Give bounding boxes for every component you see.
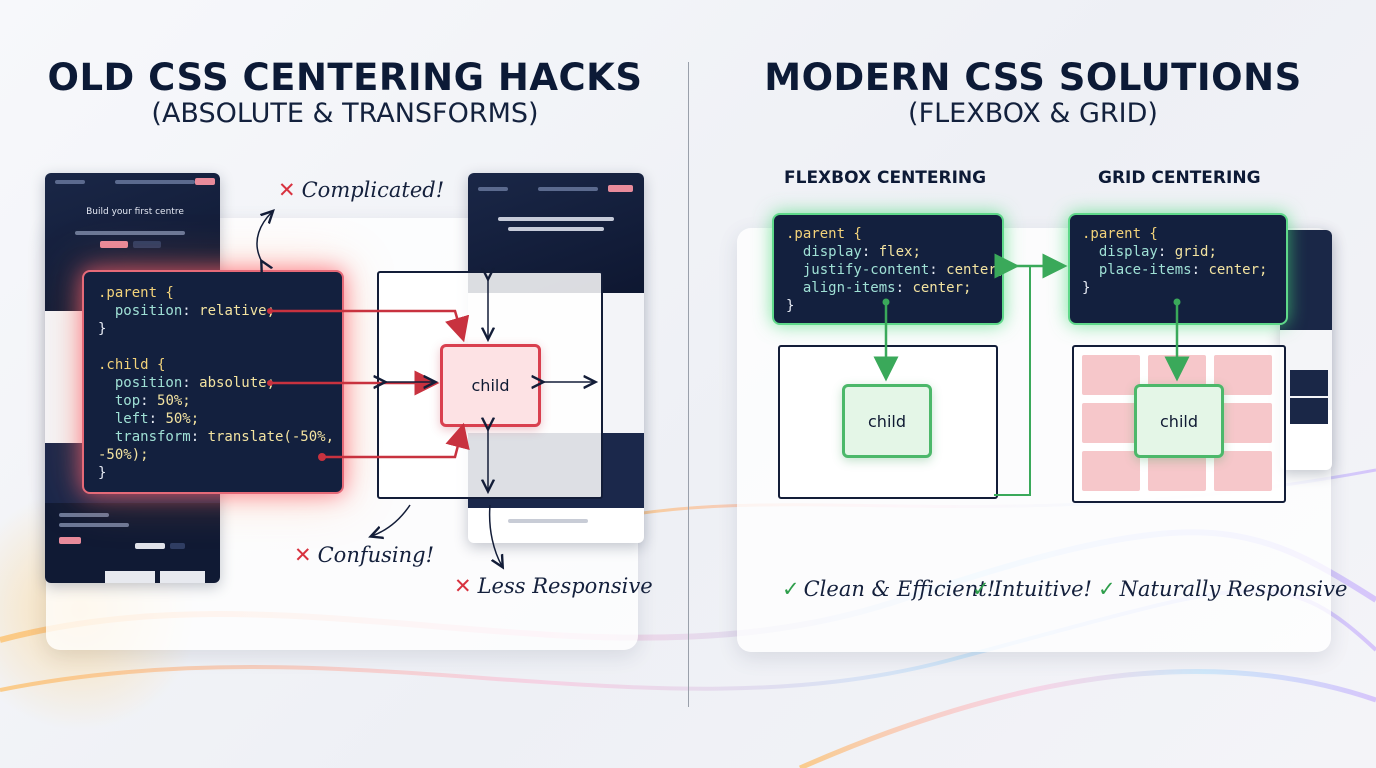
flexbox-code-block: .parent { display: flex; justify-content… xyxy=(772,213,1006,325)
right-title: MODERN CSS SOLUTIONS xyxy=(764,56,1302,99)
flex-code-line-open: .parent { xyxy=(786,226,862,242)
code-prop-position: position xyxy=(114,303,183,319)
code-prop-left: left xyxy=(114,411,149,427)
x-icon: ✕ xyxy=(454,574,472,598)
code-prop-top: top xyxy=(114,393,141,409)
flex-prop-align: align-items xyxy=(802,280,896,296)
flex-val-display: flex; xyxy=(878,244,921,260)
grid-child-box: child xyxy=(1134,384,1224,458)
code-val-translate-cont: -50%); xyxy=(98,447,149,463)
note-less-responsive: ✕Less Responsive xyxy=(454,574,653,598)
benefit-intuitive: ✓Intuitive! xyxy=(972,577,1092,601)
code-val-left: 50%; xyxy=(165,411,200,427)
code-val-top: 50%; xyxy=(157,393,191,409)
flexbox-child-box: child xyxy=(842,384,932,458)
flex-code-line-close: } xyxy=(786,298,795,314)
grid-code-line-close: } xyxy=(1082,280,1091,296)
left-subtitle: (ABSOLUTE & TRANSFORMS) xyxy=(151,98,539,129)
grid-cell xyxy=(1214,451,1272,491)
x-icon: ✕ xyxy=(278,178,296,202)
note-confusing: ✕Confusing! xyxy=(294,543,435,567)
right-subtitle: (FLEXBOX & GRID) xyxy=(908,98,1158,129)
x-icon: ✕ xyxy=(294,543,312,567)
code-line-parent-open: .parent { xyxy=(98,285,174,301)
code-val-absolute: absolute; xyxy=(199,375,276,391)
grid-label: GRID CENTERING xyxy=(1098,168,1261,188)
grid-val-display: grid; xyxy=(1174,244,1217,260)
check-icon: ✓ xyxy=(972,577,990,601)
grid-code-line-open: .parent { xyxy=(1082,226,1158,242)
grid-cell xyxy=(1082,451,1140,491)
check-icon: ✓ xyxy=(782,577,800,601)
grid-cell xyxy=(1082,403,1140,443)
benefit-responsive: ✓Naturally Responsive xyxy=(1098,577,1348,601)
flexbox-label: FLEXBOX CENTERING xyxy=(784,168,987,188)
flex-prop-justify: justify-content xyxy=(802,262,930,278)
website-mockup-modern xyxy=(1280,230,1332,470)
code-line-child-close: } xyxy=(98,465,107,481)
flex-prop-display: display xyxy=(802,244,862,260)
old-child-box: child xyxy=(440,344,541,427)
code-prop-position-child: position xyxy=(114,375,183,391)
grid-cell xyxy=(1082,355,1140,395)
check-icon: ✓ xyxy=(1098,577,1116,601)
code-line-child-open: .child { xyxy=(98,357,166,373)
note-complicated: ✕Complicated! xyxy=(278,178,445,202)
mock-hero-text: Build your first centre xyxy=(86,207,184,217)
flex-val-justify: center; xyxy=(946,262,1006,278)
grid-prop-place: place-items xyxy=(1098,262,1192,278)
left-title: OLD CSS CENTERING HACKS xyxy=(47,56,643,99)
code-val-translate: translate(-50%, xyxy=(207,429,335,445)
grid-code-block: .parent { display: grid; place-items: ce… xyxy=(1068,213,1288,325)
code-prop-transform: transform xyxy=(114,429,191,445)
benefit-clean: ✓Clean & Efficient! xyxy=(782,577,996,601)
flex-val-align: center; xyxy=(912,280,972,296)
grid-prop-display: display xyxy=(1098,244,1158,260)
old-css-code-block: .parent { position: relative; } .child {… xyxy=(82,270,344,494)
grid-val-place: center; xyxy=(1208,262,1268,278)
code-line-parent-close: } xyxy=(98,321,107,337)
code-val-relative: relative; xyxy=(199,303,276,319)
center-divider xyxy=(688,62,689,707)
